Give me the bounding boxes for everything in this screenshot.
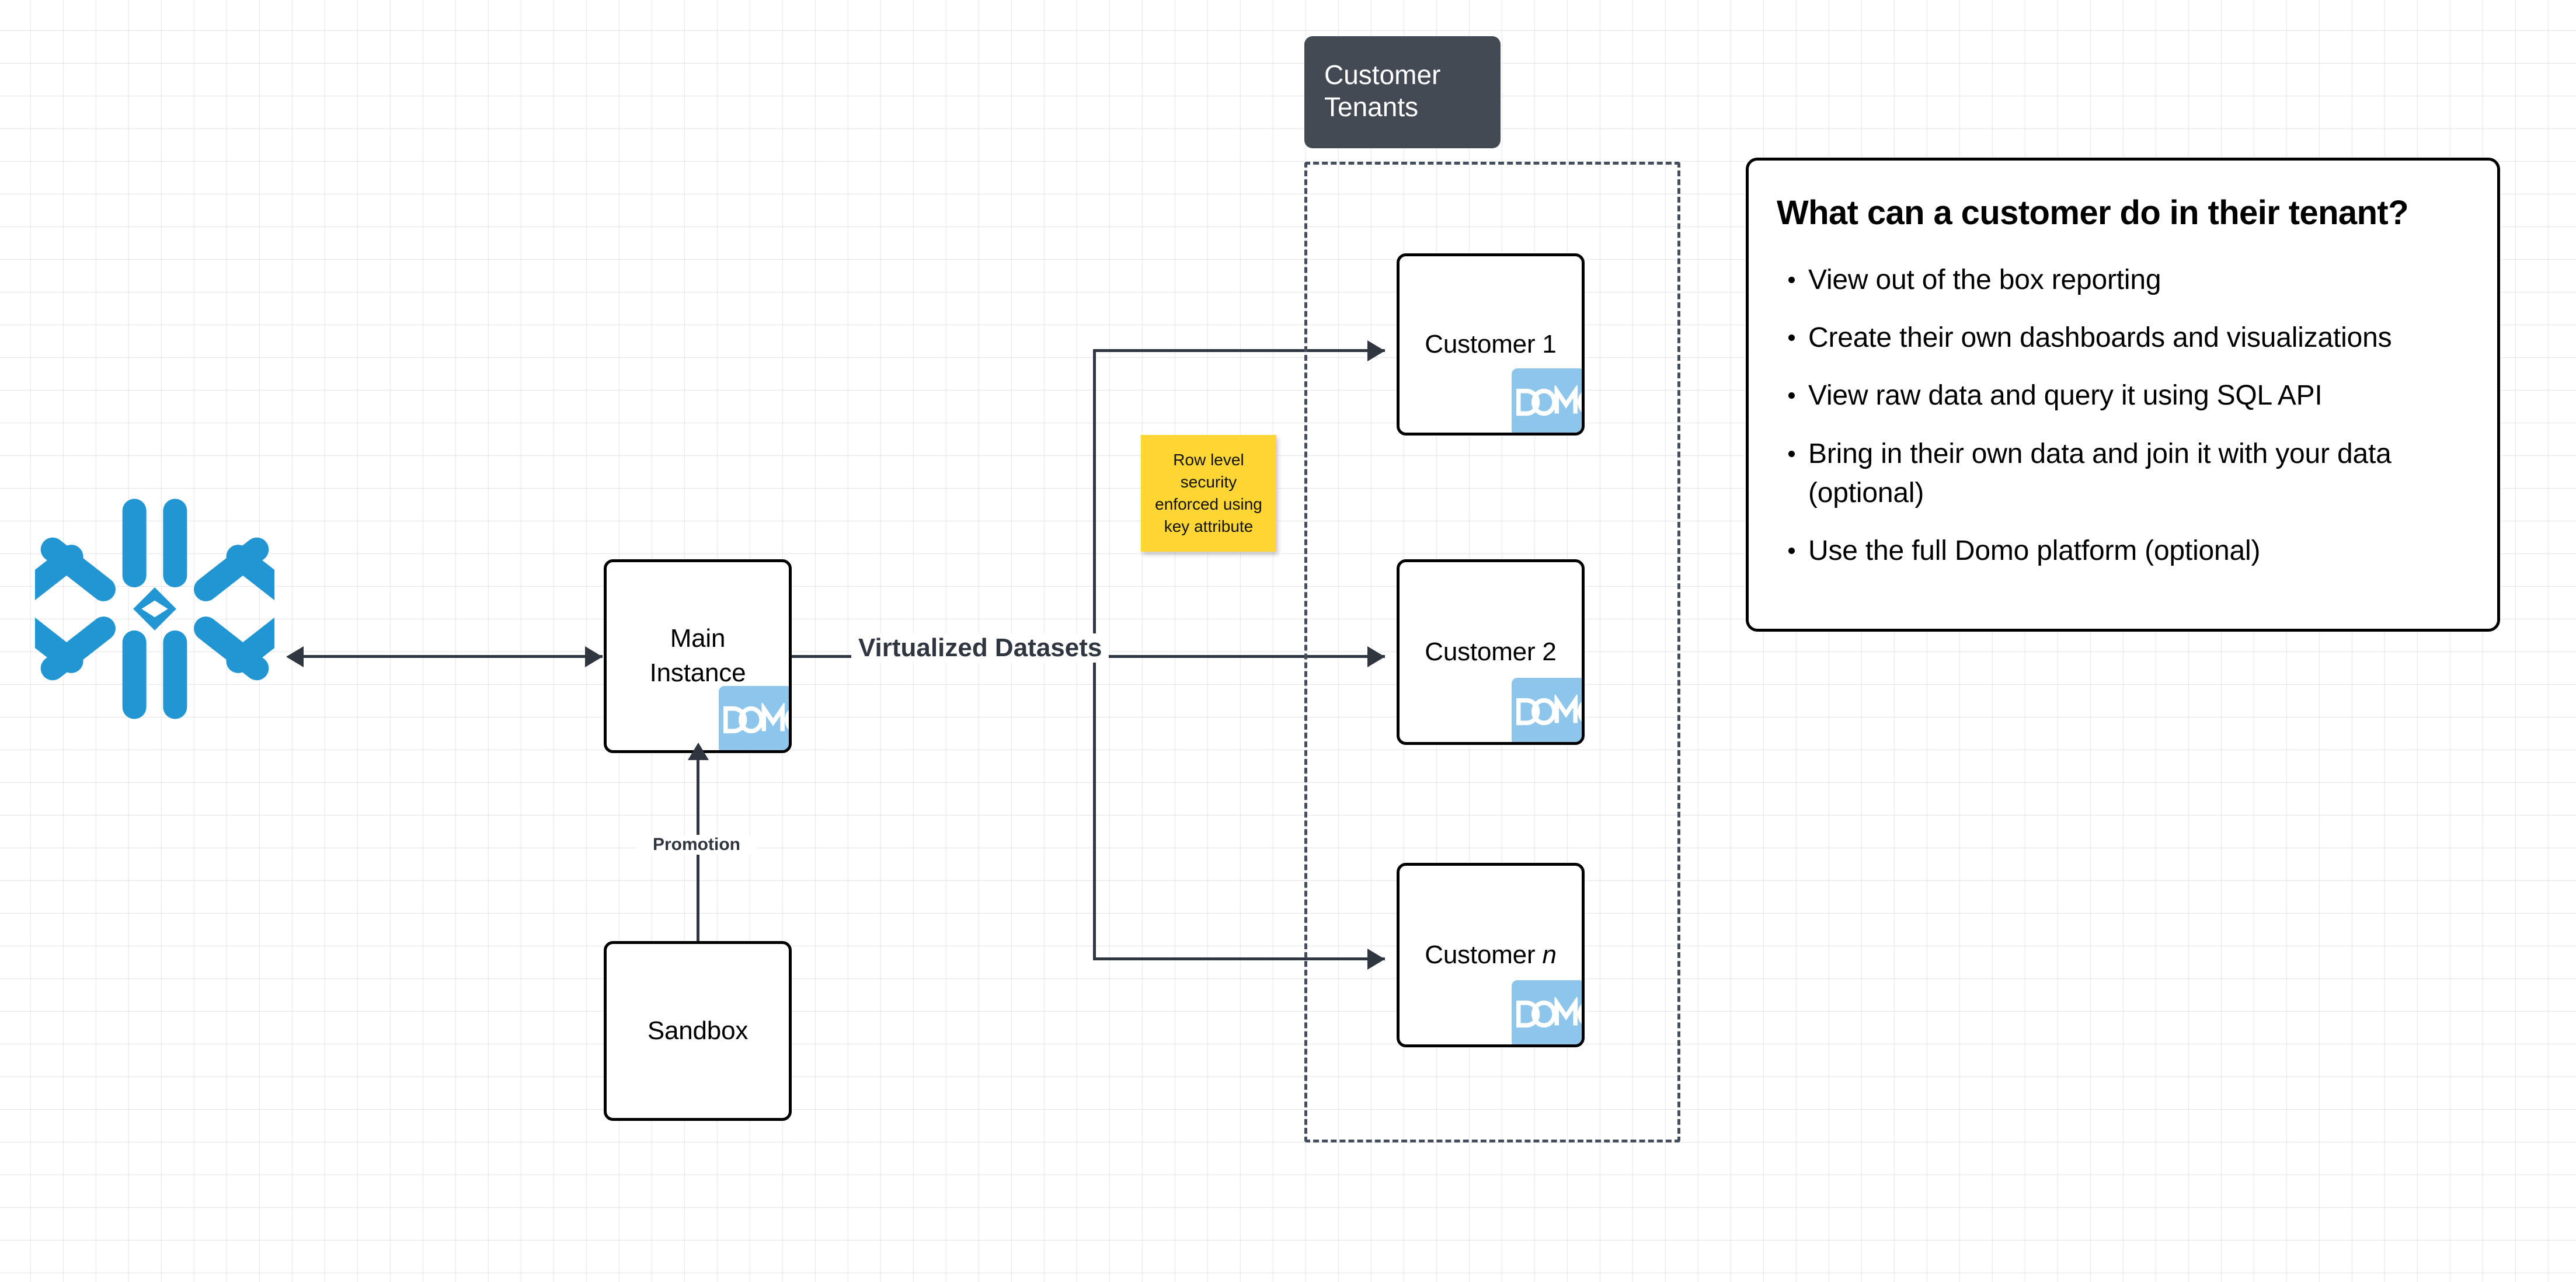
snowflake-icon xyxy=(8,489,301,729)
customer-tenants-title-line1: Customer xyxy=(1324,60,1441,90)
domo-logo-icon xyxy=(719,686,789,750)
edge-label-promotion: Promotion xyxy=(636,835,757,855)
branch-arrowhead-customer-n xyxy=(1367,949,1385,970)
sandbox-label: Sandbox xyxy=(647,1016,749,1045)
info-panel: What can a customer do in their tenant? … xyxy=(1746,158,2500,632)
node-sandbox[interactable]: Sandbox xyxy=(604,941,792,1121)
customer-n-label-prefix: Customer xyxy=(1425,940,1543,969)
sticky-note-row-level-security[interactable]: Row level security enforced using key at… xyxy=(1141,435,1276,552)
branch-line-customer-n xyxy=(1093,957,1385,960)
list-item: Use the full Domo platform (optional) xyxy=(1784,531,2471,570)
node-customer-n[interactable]: Customer n xyxy=(1397,863,1585,1047)
domo-logo-icon xyxy=(1512,980,1582,1044)
list-item: Bring in their own data and join it with… xyxy=(1784,434,2471,513)
sticky-note-text: Row level security enforced using key at… xyxy=(1155,450,1262,536)
branch-arrowhead-customer-1 xyxy=(1367,340,1385,361)
list-item: View out of the box reporting xyxy=(1784,260,2471,299)
customer-1-label: Customer 1 xyxy=(1425,329,1557,358)
snowflake-main-connector-line xyxy=(299,655,603,658)
customer-n-label-italic: n xyxy=(1542,940,1557,969)
branch-line-customer-1 xyxy=(1093,349,1385,352)
customer-n-label: Customer n xyxy=(1425,938,1557,973)
snowflake-main-arrowhead-left xyxy=(286,646,304,667)
main-instance-label: Main Instance xyxy=(650,622,746,691)
customer-tenants-title-line2: Tenants xyxy=(1324,92,1419,122)
node-customer-2[interactable]: Customer 2 xyxy=(1397,559,1585,745)
promotion-arrowhead xyxy=(688,743,709,760)
main-instance-label-line2: Instance xyxy=(649,659,746,687)
node-customer-1[interactable]: Customer 1 xyxy=(1397,253,1585,436)
domo-logo-icon xyxy=(1512,368,1582,433)
branch-arrowhead-customer-2 xyxy=(1367,646,1385,667)
list-item: Create their own dashboards and visualiz… xyxy=(1784,318,2471,357)
edge-label-virtualized-datasets: Virtualized Datasets xyxy=(851,633,1109,663)
info-panel-bullet-list: View out of the box reporting Create the… xyxy=(1774,260,2471,570)
snowflake-main-arrowhead-right xyxy=(585,646,603,667)
domo-logo-icon xyxy=(1512,678,1582,742)
branch-line-customer-2 xyxy=(1093,655,1385,658)
main-instance-label-line1: Main xyxy=(670,624,726,653)
node-main-instance[interactable]: Main Instance xyxy=(604,559,792,753)
list-item: View raw data and query it using SQL API xyxy=(1784,376,2471,415)
info-panel-title: What can a customer do in their tenant? xyxy=(1777,194,2409,232)
customer-2-label: Customer 2 xyxy=(1425,637,1557,666)
customer-tenants-group xyxy=(1304,162,1680,1142)
customer-tenants-title: Customer Tenants xyxy=(1304,36,1501,148)
